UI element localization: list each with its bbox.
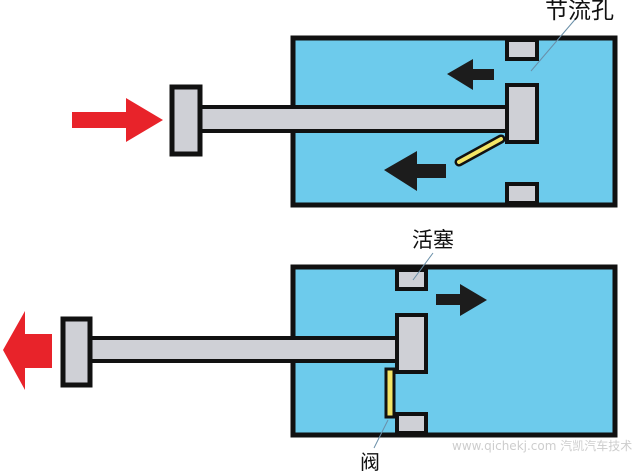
throttle-hole-label: 节流孔 bbox=[545, 0, 614, 24]
bottom-lower-stop bbox=[395, 412, 428, 435]
valve-leader bbox=[373, 419, 389, 449]
throttle-hole-leader bbox=[530, 15, 579, 72]
bottom-piston bbox=[395, 313, 428, 374]
bottom-rod-cap bbox=[60, 316, 93, 388]
bottom-force-arrow bbox=[3, 311, 52, 390]
bottom-valve bbox=[384, 367, 396, 419]
top-state-compression bbox=[72, 15, 618, 208]
bottom-state-rebound bbox=[3, 252, 618, 449]
top-flow-arrow-upper bbox=[447, 59, 494, 90]
top-lower-stop bbox=[505, 182, 539, 205]
top-flow-arrow-lower bbox=[384, 151, 446, 191]
top-rod bbox=[196, 105, 511, 133]
piston-leader bbox=[412, 252, 434, 281]
bottom-flow-arrow bbox=[436, 284, 487, 316]
top-rod-cap bbox=[169, 84, 203, 157]
bottom-upper-stop bbox=[395, 268, 428, 291]
bottom-rod bbox=[86, 336, 401, 363]
piston-label: 活塞 bbox=[412, 228, 454, 252]
watermark: www.qichekj.com 汽凯汽车技术 bbox=[452, 439, 633, 453]
top-valve-fill bbox=[457, 137, 503, 164]
top-upper-stop bbox=[505, 38, 539, 61]
valve-label: 阀 bbox=[360, 450, 380, 474]
top-piston bbox=[505, 83, 539, 144]
top-force-arrow bbox=[72, 98, 163, 142]
